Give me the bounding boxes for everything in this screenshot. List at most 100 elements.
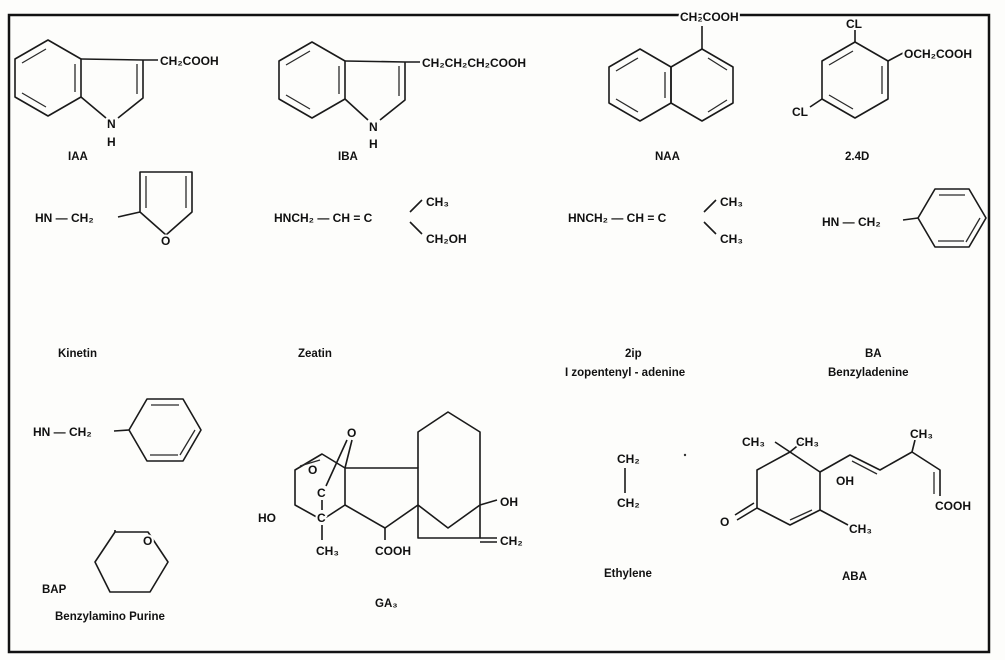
molecule-2-4-d: CL OCH₂COOH CL 2.4D	[790, 15, 974, 163]
atom-ch2: CH₂	[617, 496, 640, 510]
atom-cooh: COOH	[375, 544, 411, 558]
molecule-name: 2.4D	[845, 151, 869, 163]
side-chain	[819, 439, 941, 496]
molecule-name: BAP	[42, 584, 67, 596]
chain-bond	[113, 429, 130, 432]
atom-o-lactone: O	[308, 463, 317, 477]
atom-cl: CL	[846, 17, 862, 31]
molecule-name: IBA	[338, 151, 358, 163]
atom-ch3: CH₃	[316, 544, 339, 558]
molecule-aba: CH₃ CH₃ CH₃ OH COOH O CH₃ ABA	[718, 425, 973, 583]
aromatic-bonds	[21, 48, 76, 108]
molecule-name: BA	[865, 348, 882, 360]
furan-double-bonds	[145, 176, 187, 208]
branch-bottom-label: CH₂OH	[426, 232, 467, 246]
ring-d	[417, 499, 498, 539]
side-chain-double-bonds	[851, 460, 935, 494]
ring-substituent-bonds	[734, 441, 849, 526]
aromatic-bonds	[828, 50, 883, 110]
molecule-name: GA₃	[375, 598, 398, 610]
chain-label: HNCH₂ — CH = C	[568, 211, 667, 225]
ring-right	[670, 48, 734, 122]
pyrrole-ring	[344, 60, 420, 121]
pyrrole-ring	[80, 58, 158, 119]
aromatic-bonds	[615, 57, 728, 113]
chain-label: HNCH₂ — CH = C	[274, 211, 373, 225]
ring-double-bond	[789, 509, 813, 521]
atom-n: N	[369, 120, 378, 134]
pyran-ring	[94, 531, 169, 593]
molecule-ba: HN — CH₂ BA Benzyladenine	[820, 188, 987, 379]
aromatic-bonds	[285, 50, 340, 110]
atom-ch2: CH₂	[500, 534, 523, 548]
benzene-ring	[14, 39, 82, 117]
branch-bottom-label: CH₃	[720, 232, 743, 246]
substituent-label: OCH₂COOH	[904, 47, 972, 61]
molecule-subtitle: Benzylamino Purine	[55, 611, 165, 623]
molecule-subtitle: I zopentenyl - adenine	[565, 367, 685, 379]
chain-bond	[902, 217, 919, 221]
atom-cl: CL	[792, 105, 808, 119]
atom-o-bridge: O	[347, 426, 356, 440]
branch-bonds	[409, 199, 423, 235]
substituent-label: CH₂CH₂CH₂COOH	[422, 56, 526, 70]
molecule-iba: CH₂CH₂CH₂COOH N H IBA	[278, 41, 528, 163]
atom-ho: HO	[258, 511, 276, 525]
aromatic-bonds	[938, 194, 981, 243]
molecule-name: NAA	[655, 151, 680, 163]
benzene-ring	[128, 398, 202, 462]
branch-bonds	[703, 199, 717, 235]
molecule-name: Kinetin	[58, 348, 97, 360]
substituent-label: CH₂COOH	[160, 54, 219, 68]
branch-top-label: CH₃	[720, 195, 743, 209]
molecule-ga3: O O C C HO CH₃ COOH OH CH₂ GA₃	[256, 411, 525, 610]
atom-n: N	[107, 117, 116, 131]
atom-ch3: CH₃	[910, 427, 933, 441]
molecule-bap: HN — CH₂ O BAP Benzylamino Purine	[31, 398, 202, 623]
ring-c	[417, 411, 481, 529]
molecule-name: Zeatin	[298, 348, 332, 360]
cyclohexenone-ring	[756, 451, 821, 526]
atom-h: H	[107, 135, 116, 149]
exo-bonds	[384, 528, 497, 543]
benzene-ring	[821, 41, 889, 119]
molecule-naa: CH₂COOH NAA	[608, 8, 741, 163]
molecule-iaa: CH₂COOH N H IAA	[14, 39, 221, 163]
molecule-name: IAA	[68, 151, 88, 163]
ring-b	[344, 467, 419, 529]
chain-bond	[117, 211, 141, 218]
atom-c: C	[317, 511, 326, 525]
ring-a-double-bond	[299, 459, 321, 467]
chain-label: HN — CH₂	[33, 425, 92, 439]
molecule-name: Ethylene	[604, 568, 652, 580]
ring-left	[608, 48, 672, 122]
figure-frame	[7, 13, 991, 654]
molecule-kinetin: HN — CH₂ O Kinetin	[33, 171, 193, 360]
substituent-bonds	[809, 30, 904, 108]
lactone-bridge	[321, 439, 353, 540]
molecule-subtitle: Benzyladenine	[828, 367, 909, 379]
atom-c: C	[317, 486, 326, 500]
atom-ch3: CH₃	[849, 522, 872, 536]
atom-cooh: COOH	[935, 499, 971, 513]
atom-ch3: CH₃	[742, 435, 765, 449]
aromatic-bonds	[150, 404, 196, 456]
atom-o: O	[161, 234, 170, 248]
molecule-name: ABA	[842, 571, 867, 583]
molecule-2ip: HNCH₂ — CH = C CH₃ CH₃ 2ip I zopentenyl …	[565, 193, 745, 379]
benzene-ring	[917, 188, 987, 248]
atom-h: H	[369, 137, 378, 151]
molecule-ethylene: CH₂ CH₂ Ethylene	[604, 450, 652, 580]
substituent-label: CH₂COOH	[680, 10, 739, 24]
benzene-ring	[278, 41, 346, 119]
speck	[683, 453, 687, 457]
chain-label: HN — CH₂	[35, 211, 94, 225]
branch-top-label: CH₃	[426, 195, 449, 209]
chain-label: HN — CH₂	[822, 215, 881, 229]
furan-ring	[139, 171, 193, 236]
molecule-name: 2ip	[625, 348, 642, 360]
atom-o: O	[143, 534, 152, 548]
atom-ch2: CH₂	[617, 452, 640, 466]
